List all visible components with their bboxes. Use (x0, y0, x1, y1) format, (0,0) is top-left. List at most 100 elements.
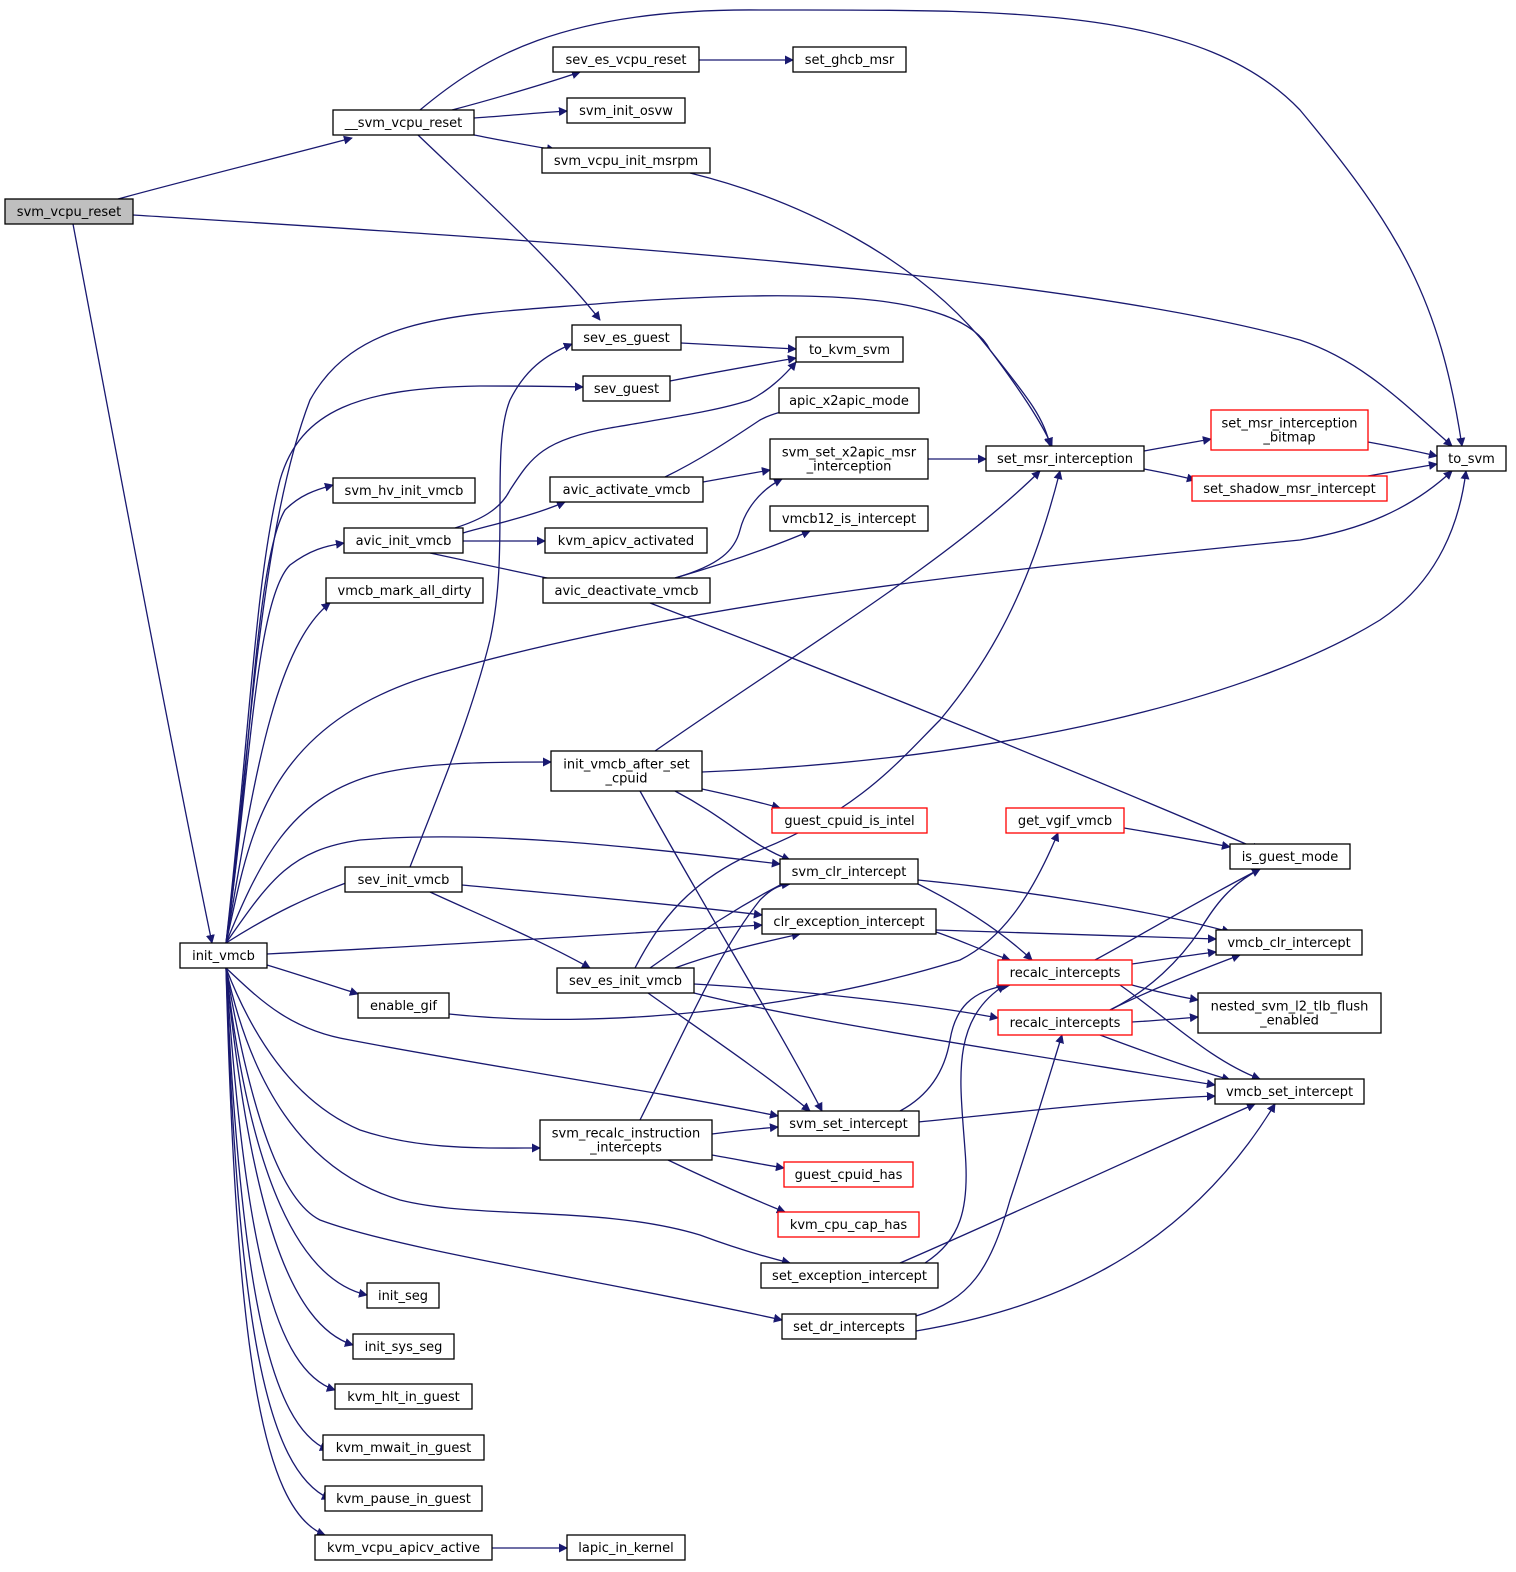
node-label: svm_vcpu_init_msrpm (554, 154, 698, 169)
node-kvm_hlt_in_guest[interactable]: kvm_hlt_in_guest (334, 1383, 473, 1410)
node-box (550, 750, 703, 792)
edge-svm_clr_intercept-to-recalc_intercepts_1 (917, 883, 1033, 961)
node-to_kvm_svm[interactable]: to_kvm_svm (795, 336, 904, 363)
node-init_sys_seg[interactable]: init_sys_seg (352, 1333, 455, 1360)
edge-init_vmcb-to-kvm_vcpu_apicv_active (225, 967, 326, 1537)
edge-avic_activate_vmcb-to-svm_set_x2apic_msr_interception (702, 467, 771, 483)
node-init_seg[interactable]: init_seg (366, 1282, 440, 1309)
node-svm_hv_init_vmcb[interactable]: svm_hv_init_vmcb (332, 477, 476, 504)
node-label: recalc_intercepts (1010, 1016, 1121, 1031)
node-to_svm[interactable]: to_svm (1436, 445, 1507, 472)
node-label: set_msr_interception (997, 452, 1133, 467)
node-guest_cpuid_is_intel[interactable]: guest_cpuid_is_intel (771, 807, 928, 834)
edge-recalc_intercepts_1-to-vmcb_clr_intercept (1131, 948, 1217, 965)
node-label: vmcb_clr_intercept (1227, 936, 1350, 951)
node-sev_es_init_vmcb[interactable]: sev_es_init_vmcb (556, 967, 695, 994)
node-vmcb_clr_intercept[interactable]: vmcb_clr_intercept (1215, 929, 1363, 956)
node-kvm_apicv_activated[interactable]: kvm_apicv_activated (544, 527, 708, 554)
node-svm_vcpu_init_msrpm[interactable]: svm_vcpu_init_msrpm (541, 147, 711, 174)
node-label: svm_clr_intercept (792, 865, 907, 880)
edge-init_vmcb-to-init_seg (225, 967, 368, 1298)
node-box (985, 445, 1145, 472)
node-box (566, 97, 686, 124)
node-avic_init_vmcb[interactable]: avic_init_vmcb (343, 527, 464, 554)
node-svm_init_osvw[interactable]: svm_init_osvw (566, 97, 686, 124)
node-label: set_shadow_msr_intercept (1203, 482, 1375, 497)
node-label: _bitmap (1262, 431, 1315, 446)
edge-__svm_vcpu_reset-to-sev_es_guest (417, 134, 601, 321)
node-box (1215, 929, 1363, 956)
node-clr_exception_intercept[interactable]: clr_exception_intercept (761, 908, 937, 935)
node-label: svm_set_intercept (789, 1117, 908, 1132)
node-nested_svm_l2_tlb_flush_enabled[interactable]: nested_svm_l2_tlb_flush_enabled (1197, 992, 1382, 1034)
edge-init_vmcb-to-to_svm (225, 470, 1453, 944)
node-label: __svm_vcpu_reset (344, 116, 462, 131)
edge-avic_deactivate_vmcb-to-is_guest_mode (649, 602, 1261, 851)
node-set_dr_intercepts[interactable]: set_dr_intercepts (781, 1313, 917, 1340)
node-sev_es_vcpu_reset[interactable]: sev_es_vcpu_reset (552, 46, 700, 73)
node-svm_clr_intercept[interactable]: svm_clr_intercept (779, 858, 919, 885)
node-init_vmcb[interactable]: init_vmcb (179, 942, 268, 969)
node-kvm_vcpu_apicv_active[interactable]: kvm_vcpu_apicv_active (314, 1534, 493, 1561)
node-recalc_intercepts_2[interactable]: recalc_intercepts (997, 1009, 1133, 1036)
edge-svm_vcpu_reset-to-init_vmcb (72, 223, 215, 944)
node-svm_set_x2apic_msr_interception[interactable]: svm_set_x2apic_msr_interception (769, 438, 929, 480)
edge-recalc_intercepts_1-to-nested_svm_l2_tlb_flush_enabled (1131, 984, 1199, 1004)
node-sev_guest[interactable]: sev_guest (582, 375, 671, 402)
node-set_exception_intercept[interactable]: set_exception_intercept (760, 1262, 939, 1289)
node-box (997, 959, 1133, 986)
edge-set_msr_interception-to-set_shadow_msr_intercept (1143, 468, 1196, 483)
node-svm_set_intercept[interactable]: svm_set_intercept (777, 1110, 920, 1137)
edge-__svm_vcpu_reset-to-sev_es_vcpu_reset (451, 70, 581, 111)
node-set_shadow_msr_intercept[interactable]: set_shadow_msr_intercept (1191, 475, 1388, 502)
node-svm_vcpu_reset[interactable]: svm_vcpu_reset (4, 198, 134, 225)
node-box (761, 908, 937, 935)
node-box (783, 1161, 914, 1188)
edge-enable_gif-to-get_vgif_vmcb (448, 832, 1060, 1021)
edge-recalc_intercepts_1-to-vmcb_set_intercept (1119, 984, 1261, 1081)
node-__svm_vcpu_reset[interactable]: __svm_vcpu_reset (332, 109, 475, 136)
edge-init_vmcb-to-init_sys_seg (225, 967, 354, 1347)
node-recalc_intercepts_1[interactable]: recalc_intercepts (997, 959, 1133, 986)
edge-recalc_intercepts_2-to-vmcb_clr_intercept (1109, 953, 1241, 1011)
node-vmcb_mark_all_dirty[interactable]: vmcb_mark_all_dirty (325, 577, 484, 604)
node-box (556, 967, 695, 994)
node-get_vgif_vmcb[interactable]: get_vgif_vmcb (1005, 807, 1125, 834)
node-vmcb12_is_intercept[interactable]: vmcb12_is_intercept (769, 505, 929, 532)
edge-recalc_intercepts_2-to-nested_svm_l2_tlb_flush_enabled (1131, 1013, 1199, 1023)
node-sev_init_vmcb[interactable]: sev_init_vmcb (344, 866, 463, 893)
node-vmcb_set_intercept[interactable]: vmcb_set_intercept (1214, 1078, 1365, 1105)
node-sev_es_guest[interactable]: sev_es_guest (571, 324, 682, 351)
node-set_ghcb_msr[interactable]: set_ghcb_msr (792, 46, 907, 73)
node-box (571, 324, 682, 351)
edge-init_vmcb-to-enable_gif (266, 964, 359, 996)
node-guest_cpuid_has[interactable]: guest_cpuid_has (783, 1161, 914, 1188)
node-svm_recalc_instruction_intercepts[interactable]: svm_recalc_instruction_intercepts (539, 1119, 713, 1161)
node-lapic_in_kernel[interactable]: lapic_in_kernel (566, 1534, 686, 1561)
node-kvm_cpu_cap_has[interactable]: kvm_cpu_cap_has (777, 1211, 920, 1238)
node-init_vmcb_after_set_cpuid[interactable]: init_vmcb_after_set_cpuid (550, 750, 703, 792)
node-avic_activate_vmcb[interactable]: avic_activate_vmcb (549, 476, 704, 503)
node-label: kvm_pause_in_guest (336, 1492, 471, 1507)
node-box (549, 476, 704, 503)
node-box (778, 387, 920, 414)
node-kvm_pause_in_guest[interactable]: kvm_pause_in_guest (324, 1485, 483, 1512)
node-box (325, 577, 484, 604)
node-box (1005, 807, 1125, 834)
node-box (769, 438, 929, 480)
node-box (582, 375, 671, 402)
node-apic_x2apic_mode[interactable]: apic_x2apic_mode (778, 387, 920, 414)
node-enable_gif[interactable]: enable_gif (357, 992, 450, 1019)
edge-svm_recalc_instruction_intercepts-to-kvm_cpu_cap_has (667, 1159, 786, 1214)
node-set_msr_interception[interactable]: set_msr_interception (985, 445, 1145, 472)
node-box (1436, 445, 1507, 472)
node-kvm_mwait_in_guest[interactable]: kvm_mwait_in_guest (322, 1434, 485, 1461)
node-set_msr_interception_bitmap[interactable]: set_msr_interception_bitmap (1210, 409, 1369, 451)
node-avic_deactivate_vmcb[interactable]: avic_deactivate_vmcb (542, 577, 711, 604)
node-box (179, 942, 268, 969)
node-box (1197, 992, 1382, 1034)
node-box (343, 527, 464, 554)
node-is_guest_mode[interactable]: is_guest_mode (1229, 843, 1351, 870)
node-label: svm_vcpu_reset (17, 205, 121, 220)
node-label: get_vgif_vmcb (1018, 814, 1112, 829)
